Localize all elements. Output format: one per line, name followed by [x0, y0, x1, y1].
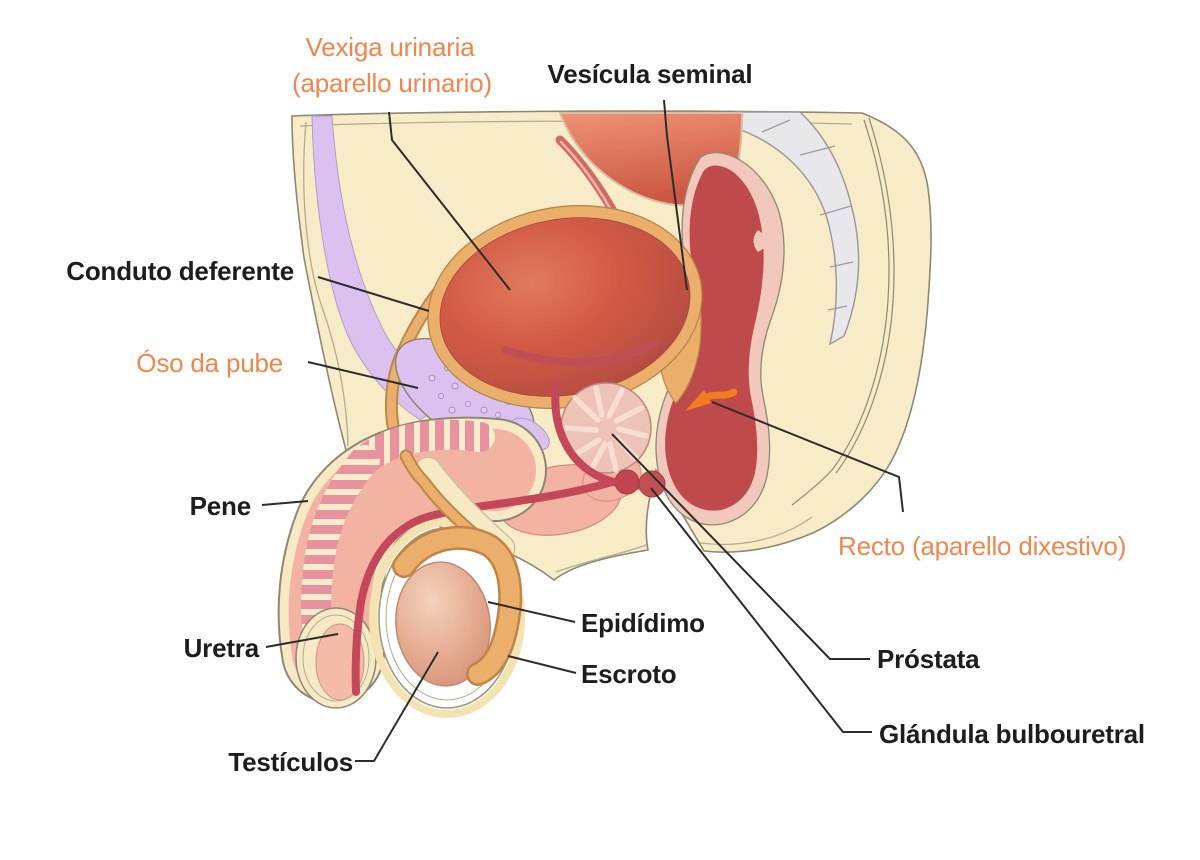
sacrum-segment-lines [761, 119, 854, 311]
urethra-spongy [351, 478, 616, 696]
ejaculatory-duct [501, 340, 658, 367]
testicle-shape [395, 561, 491, 687]
label-pene: Pene [189, 491, 252, 521]
label-vexiga-urinaria-line1: Vexiga urinaria [305, 32, 475, 62]
label-glandula-bulbouretral: Glándula bulbouretral [879, 719, 1145, 749]
label-prostata: Próstata [877, 644, 980, 674]
label-conduto-deferente: Conduto deferente [66, 256, 294, 286]
leader-epididimo [487, 601, 576, 623]
orange-arrow-annotation [685, 388, 738, 411]
leader-recto [711, 401, 904, 513]
leader-escroto [507, 655, 577, 674]
leader-lines [261, 99, 904, 762]
leader-uretra [265, 633, 339, 648]
label-vesicula-seminal: Vesícula seminal [547, 59, 753, 89]
leader-oso [307, 361, 419, 389]
sacrum-bone [728, 111, 860, 346]
leader-vesicula [663, 99, 688, 291]
leader-pene [261, 500, 309, 506]
label-escroto: Escroto [581, 659, 677, 689]
leader-conduto [317, 276, 430, 312]
leader-prostata [611, 433, 870, 660]
label-vexiga-urinaria-line2: (aparello urinario) [292, 68, 492, 98]
label-uretra: Uretra [183, 633, 260, 663]
leader-glandula [650, 487, 872, 733]
label-testiculos: Testículos [228, 747, 353, 777]
label-recto: Recto (aparello dixestivo) [838, 531, 1127, 561]
bulbourethral-gland-shape [614, 469, 666, 498]
leader-testiculos [355, 651, 439, 762]
label-epididimo: Epidídimo [581, 608, 705, 638]
label-oso-da-pube: Óso da pube [136, 348, 283, 378]
epididymis-shape [392, 525, 523, 686]
leader-vexiga [388, 111, 511, 291]
rectum-shape [655, 151, 785, 526]
